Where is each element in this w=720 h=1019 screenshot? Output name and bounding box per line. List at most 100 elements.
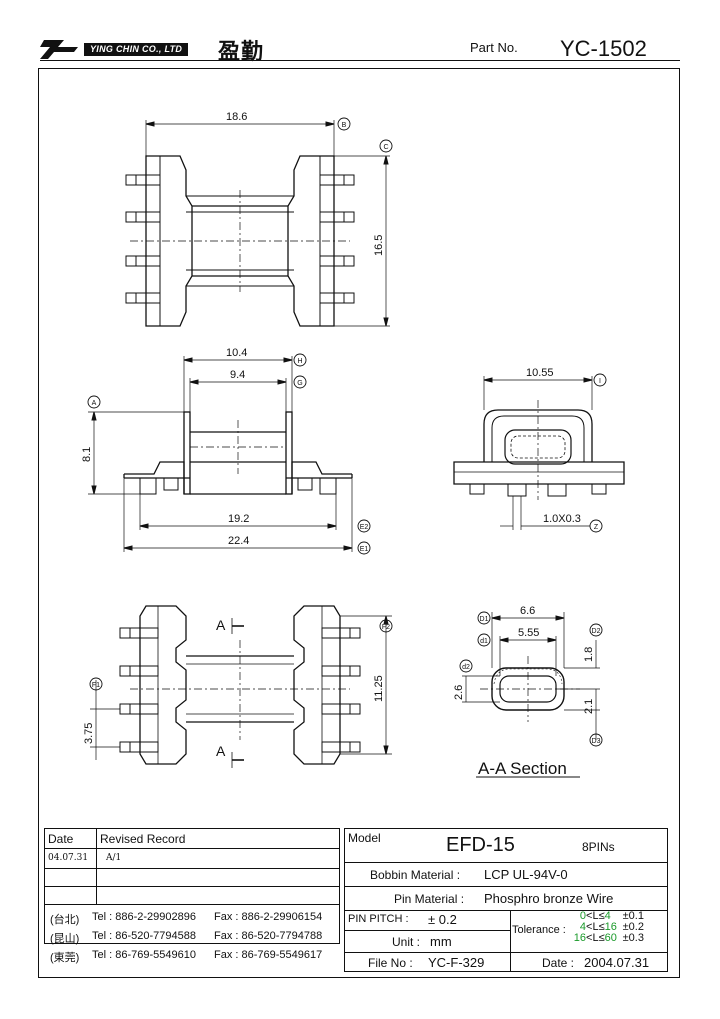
- marker-e1: E1: [360, 546, 369, 553]
- spec-rule-1: [344, 862, 668, 863]
- pin-material-value: Phosphro bronze Wire: [484, 891, 614, 906]
- dim-bottom-height: 11.25: [373, 675, 385, 702]
- model-label: Model: [348, 831, 381, 845]
- section-cut-a-top: A: [216, 617, 226, 633]
- top-view: [125, 120, 390, 327]
- marker-a: A: [92, 400, 97, 407]
- dim-sec-h3: 2.1: [583, 699, 595, 714]
- pin-material-label: Pin Material :: [394, 892, 465, 906]
- marker-c: C: [383, 144, 388, 151]
- pin-pitch-label: PIN PITCH :: [348, 913, 409, 925]
- marker-b: B: [342, 122, 347, 129]
- tol-value: ±0.1: [622, 910, 644, 922]
- tol-l: L: [592, 910, 599, 922]
- pin-pitch-value: ± 0.2: [428, 912, 457, 927]
- tol-range-a: 4: [579, 921, 586, 933]
- rev-rule-4: [44, 904, 340, 905]
- contact-region-1: (台北): [50, 914, 80, 926]
- dim-sec-h1: 2.6: [453, 685, 465, 700]
- tol-lt: <: [586, 932, 593, 944]
- contact-region-2: (昆山): [50, 933, 80, 945]
- tol-range-a: 16: [573, 932, 586, 944]
- section-view: [462, 612, 600, 778]
- marker-f1: F1: [92, 682, 100, 689]
- dim-end-width: 10.55: [526, 367, 554, 379]
- marker-d3: D3: [592, 738, 601, 745]
- section-cut-a-bottom: A: [216, 743, 226, 759]
- dim-side-base2: 22.4: [228, 535, 249, 547]
- marker-e2: E2: [360, 524, 369, 531]
- dim-sec-w2: 5.55: [518, 627, 539, 639]
- tol-le: ≤: [598, 921, 605, 933]
- tol-le: ≤: [598, 910, 605, 922]
- marker-d1-upper: D1: [480, 616, 489, 623]
- logo-mark-icon: [40, 40, 78, 59]
- dim-side-base1: 19.2: [228, 513, 249, 525]
- marker-z: Z: [594, 524, 599, 531]
- tolerance-row: 0<L≤4±0.1: [572, 911, 668, 922]
- contact-region-3: (東莞): [50, 952, 80, 964]
- pin-count: 8PINs: [582, 840, 615, 854]
- drawing-frame: [38, 68, 680, 978]
- contact-tel-3: Tel : 86-769-5549610: [92, 949, 196, 961]
- marker-h: H: [297, 358, 302, 365]
- model-value: EFD-15: [446, 834, 515, 856]
- tol-l: L: [592, 932, 599, 944]
- tol-range-b: 60: [604, 932, 617, 944]
- tol-le: ≤: [598, 932, 605, 944]
- rev-rule-1: [44, 848, 340, 849]
- unit-value: mm: [430, 934, 452, 949]
- marker-g: G: [297, 380, 302, 387]
- date-value: 2004.07.31: [584, 955, 650, 970]
- dim-sec-h2: 1.8: [583, 647, 595, 662]
- spec-rule-4: [344, 930, 510, 931]
- dim-side-w1: 10.4: [226, 347, 247, 359]
- bobbin-material-label: Bobbin Material :: [370, 868, 461, 882]
- rev-col-date: Date: [48, 832, 74, 846]
- tol-range-b: 4: [604, 910, 611, 922]
- rev-row-date: 04.07.31: [48, 853, 89, 863]
- file-no-label: File No :: [368, 956, 413, 970]
- header-rule: [40, 60, 680, 61]
- company-name-en: YING CHIN CO., LTD: [84, 43, 189, 56]
- bobbin-material-value: LCP UL-94V-0: [484, 867, 568, 882]
- contact-fax-2: Fax : 86-520-7794788: [214, 930, 323, 942]
- tol-lt: <: [586, 921, 593, 933]
- marker-d2: D2: [592, 628, 601, 635]
- dim-top-width: 18.6: [226, 111, 247, 123]
- tolerance-table: 0<L≤4±0.1 4<L≤16±0.2 16<L≤60±0.3: [572, 911, 668, 944]
- tol-range-b: 16: [604, 921, 617, 933]
- section-title: A-A Section: [478, 759, 567, 778]
- end-view: [453, 376, 625, 530]
- contact-fax-3: Fax : 86-769-5549617: [214, 949, 323, 961]
- marker-d2-lower: d2: [462, 664, 470, 671]
- spec-rule-5: [344, 952, 668, 953]
- unit-label: Unit :: [392, 935, 421, 949]
- tol-value: ±0.3: [622, 932, 644, 944]
- tol-value: ±0.2: [622, 921, 644, 933]
- dim-top-height: 16.5: [373, 235, 385, 256]
- file-no-value: YC-F-329: [428, 955, 485, 970]
- spec-rule-2: [344, 886, 668, 887]
- bottom-view: [90, 605, 392, 768]
- dim-sec-w1: 6.6: [520, 605, 535, 617]
- tol-range-a: 0: [579, 910, 586, 922]
- dim-bottom-pitch: 3.75: [83, 723, 95, 744]
- tolerance-row: 4<L≤16 ±0.2: [572, 922, 668, 933]
- rev-row-record: A/1: [106, 853, 122, 863]
- rev-rule-2: [44, 868, 340, 869]
- part-no-label: Part No.: [470, 40, 518, 55]
- contact-tel-1: Tel : 886-2-29902896: [92, 911, 196, 923]
- reference-markers: [87, 117, 607, 747]
- part-no-value: YC-1502: [560, 36, 647, 61]
- marker-f2: F2: [382, 624, 390, 631]
- rev-col-rule: [96, 828, 97, 904]
- rev-col-record: Revised Record: [100, 832, 186, 846]
- dim-side-w2: 9.4: [230, 369, 245, 381]
- contact-fax-1: Fax : 886-2-29906154: [214, 911, 323, 923]
- tol-l: L: [592, 921, 599, 933]
- spec-col-rule: [510, 910, 511, 972]
- tolerance-row: 16<L≤60 ±0.3: [572, 933, 668, 944]
- date-label: Date :: [542, 956, 575, 970]
